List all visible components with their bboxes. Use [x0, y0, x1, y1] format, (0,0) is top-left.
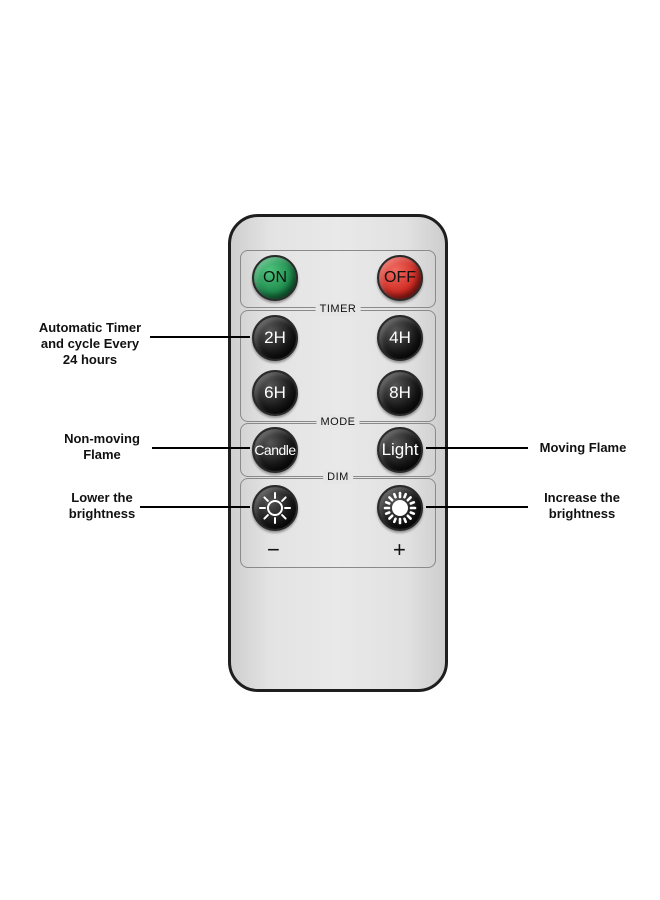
timer-panel: TIMER 2H 4H 6H 8H: [240, 302, 436, 422]
timer-6h-button[interactable]: 6H: [252, 370, 298, 416]
on-button[interactable]: ON: [252, 255, 298, 301]
sun-filled-icon: [383, 491, 417, 525]
off-button[interactable]: OFF: [377, 255, 423, 301]
plus-sign: +: [393, 537, 406, 562]
mode-panel: MODE Candle Light: [240, 415, 436, 477]
lower-callout: Lower the brightness: [68, 490, 136, 521]
minus-sign: −: [267, 537, 280, 562]
lower-brightness-button[interactable]: [252, 485, 298, 531]
timer-label: TIMER: [315, 302, 361, 316]
increase-callout: Increase the brightness: [544, 490, 620, 521]
timer-8h-button[interactable]: 8H: [377, 370, 423, 416]
dim-label: DIM: [323, 470, 353, 484]
dim-panel: DIM: [240, 470, 436, 568]
lower-leader-line: [140, 506, 250, 508]
sun-outline-icon: [259, 492, 291, 524]
increase-brightness-button[interactable]: [377, 485, 423, 531]
timer-2h-button[interactable]: 2H: [252, 315, 298, 361]
timer-callout: Automatic Timer and cycle Every 24 hours: [38, 320, 142, 367]
candle-leader-line: [152, 447, 250, 449]
candle-button[interactable]: Candle: [252, 427, 298, 473]
remote-control: ON OFF TIMER 2H 4H 6H 8H MODE Candle Lig…: [228, 214, 448, 692]
timer-4h-button[interactable]: 4H: [377, 315, 423, 361]
increase-leader-line: [426, 506, 528, 508]
timer-leader-line: [150, 336, 250, 338]
light-leader-line: [426, 447, 528, 449]
light-callout: Moving Flame: [539, 440, 627, 455]
candle-callout: Non-moving Flame: [64, 431, 140, 462]
light-button[interactable]: Light: [377, 427, 423, 473]
mode-label: MODE: [316, 415, 360, 429]
power-panel: ON OFF: [240, 250, 436, 308]
